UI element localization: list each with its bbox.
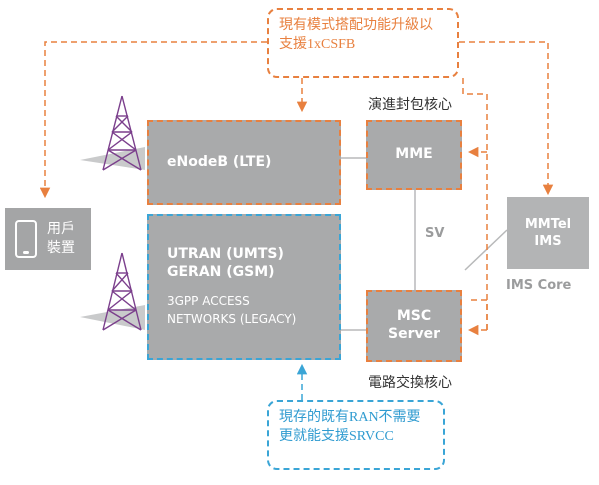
- epc-label: 演進封包核心: [368, 98, 452, 113]
- legacy-line-1: 3GPP ACCESS: [167, 294, 250, 308]
- server-label: Server: [387, 326, 440, 342]
- mmtel-label: MMTel: [524, 217, 572, 232]
- phone-icon: [15, 220, 37, 258]
- legacy-line-2: NETWORKS (LEGACY): [167, 312, 297, 326]
- mmtel-ims-box: MMTel IMS: [507, 197, 589, 269]
- geran-label: GERAN (GSM): [167, 264, 275, 280]
- srvcc-callout: 現存的既有RAN不需要 更就能支援SRVCC: [267, 400, 445, 470]
- msc-label: MSC: [396, 308, 432, 324]
- enodeb-label: eNodeB (LTE): [167, 154, 272, 170]
- mme-box: MME: [366, 120, 462, 190]
- legacy-beam: [80, 305, 145, 330]
- user-device-box: 用戶 裝置: [5, 208, 91, 270]
- legacy-ran-box: UTRAN (UMTS) GERAN (GSM) 3GPP ACCESS NET…: [147, 214, 341, 360]
- legacy-tower-icon: [102, 252, 142, 331]
- sv-label: SV: [425, 226, 445, 241]
- ims-label: IMS: [534, 234, 562, 249]
- lte-beam: [80, 147, 145, 170]
- utran-label: UTRAN (UMTS): [167, 246, 284, 262]
- msc-server-box: MSC Server: [366, 290, 462, 362]
- cs-core-label: 電路交換核心: [368, 376, 452, 391]
- ims-core-label: IMS Core: [506, 278, 572, 293]
- lte-tower-icon: [102, 95, 142, 171]
- enodeb-box: eNodeB (LTE): [147, 120, 341, 205]
- csfb-upgrade-callout: 現有模式搭配功能升級以 支援1xCSFB: [267, 8, 459, 78]
- user-device-label: 用戶 裝置: [47, 222, 75, 256]
- mme-label: MME: [395, 146, 433, 162]
